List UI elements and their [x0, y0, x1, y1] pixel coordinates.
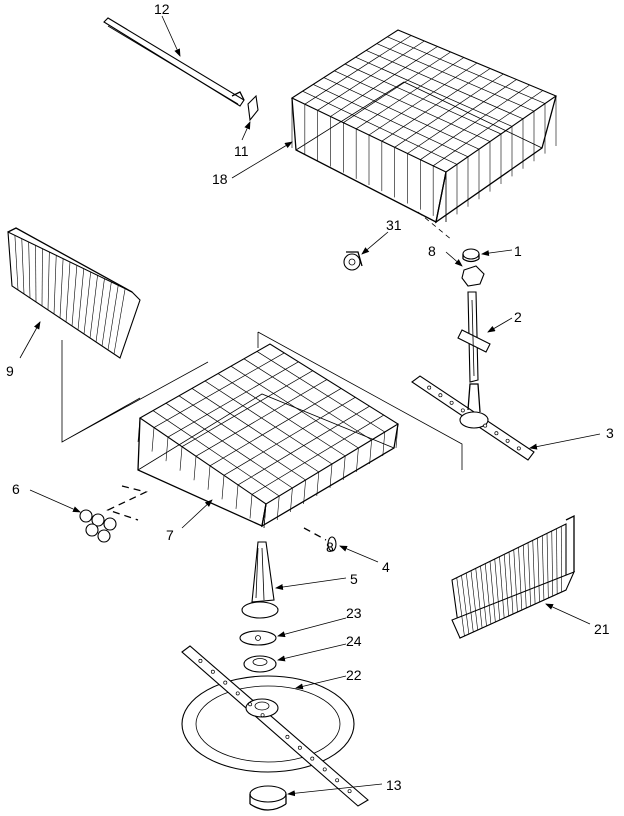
callout-22: 22: [346, 667, 362, 683]
part-washer-24: [243, 655, 277, 673]
callout-5: 5: [350, 571, 358, 587]
guide-lines-basket: [61, 340, 209, 443]
part-bearing-4: [303, 527, 337, 552]
callout-6: 6: [12, 481, 20, 497]
callout-labels: 12 11 18 31 8 1 2 9 3 6 7 8 4 5 23 24 22…: [6, 1, 614, 793]
part-basket-9: [7, 227, 141, 359]
part-clip-11: [247, 94, 259, 122]
part-bearing-8-top: [461, 265, 485, 287]
callout-8-top: 8: [428, 243, 436, 259]
callout-24: 24: [346, 633, 362, 649]
part-wheels-6: [79, 509, 117, 543]
part-spray-arm-22: [181, 645, 369, 807]
callout-3: 3: [606, 425, 614, 441]
part-rail-12: [103, 17, 245, 107]
callout-11: 11: [234, 143, 249, 159]
callout-31: 31: [386, 217, 402, 233]
wheel-guide-dashes: [106, 485, 148, 521]
part-nut-1: [462, 248, 480, 263]
part-basket-21: [451, 514, 576, 639]
callout-2: 2: [514, 309, 522, 325]
callout-21: 21: [594, 621, 610, 637]
callout-18: 18: [212, 171, 228, 187]
part-lower-rack-7: [137, 343, 400, 529]
part-spray-tube-2: [457, 291, 491, 383]
part-spray-tube-5: [241, 541, 279, 619]
guide-lines-right: [257, 331, 463, 470]
part-upper-rack-18: [290, 29, 558, 224]
part-wheel-31: [343, 251, 363, 271]
part-spray-arm-3: [411, 375, 535, 461]
callout-13: 13: [386, 777, 402, 793]
leader-lines: [19, 15, 601, 797]
upper-center-line: [417, 211, 453, 241]
part-ring-13: [249, 785, 287, 811]
callout-12: 12: [154, 1, 170, 17]
callout-4: 4: [382, 559, 390, 575]
callout-23: 23: [346, 605, 362, 621]
callout-7: 7: [166, 527, 174, 543]
part-seal-23: [239, 630, 277, 646]
callout-1: 1: [514, 243, 522, 259]
callout-9: 9: [6, 363, 14, 379]
callout-8-bottom: 8: [326, 539, 334, 555]
